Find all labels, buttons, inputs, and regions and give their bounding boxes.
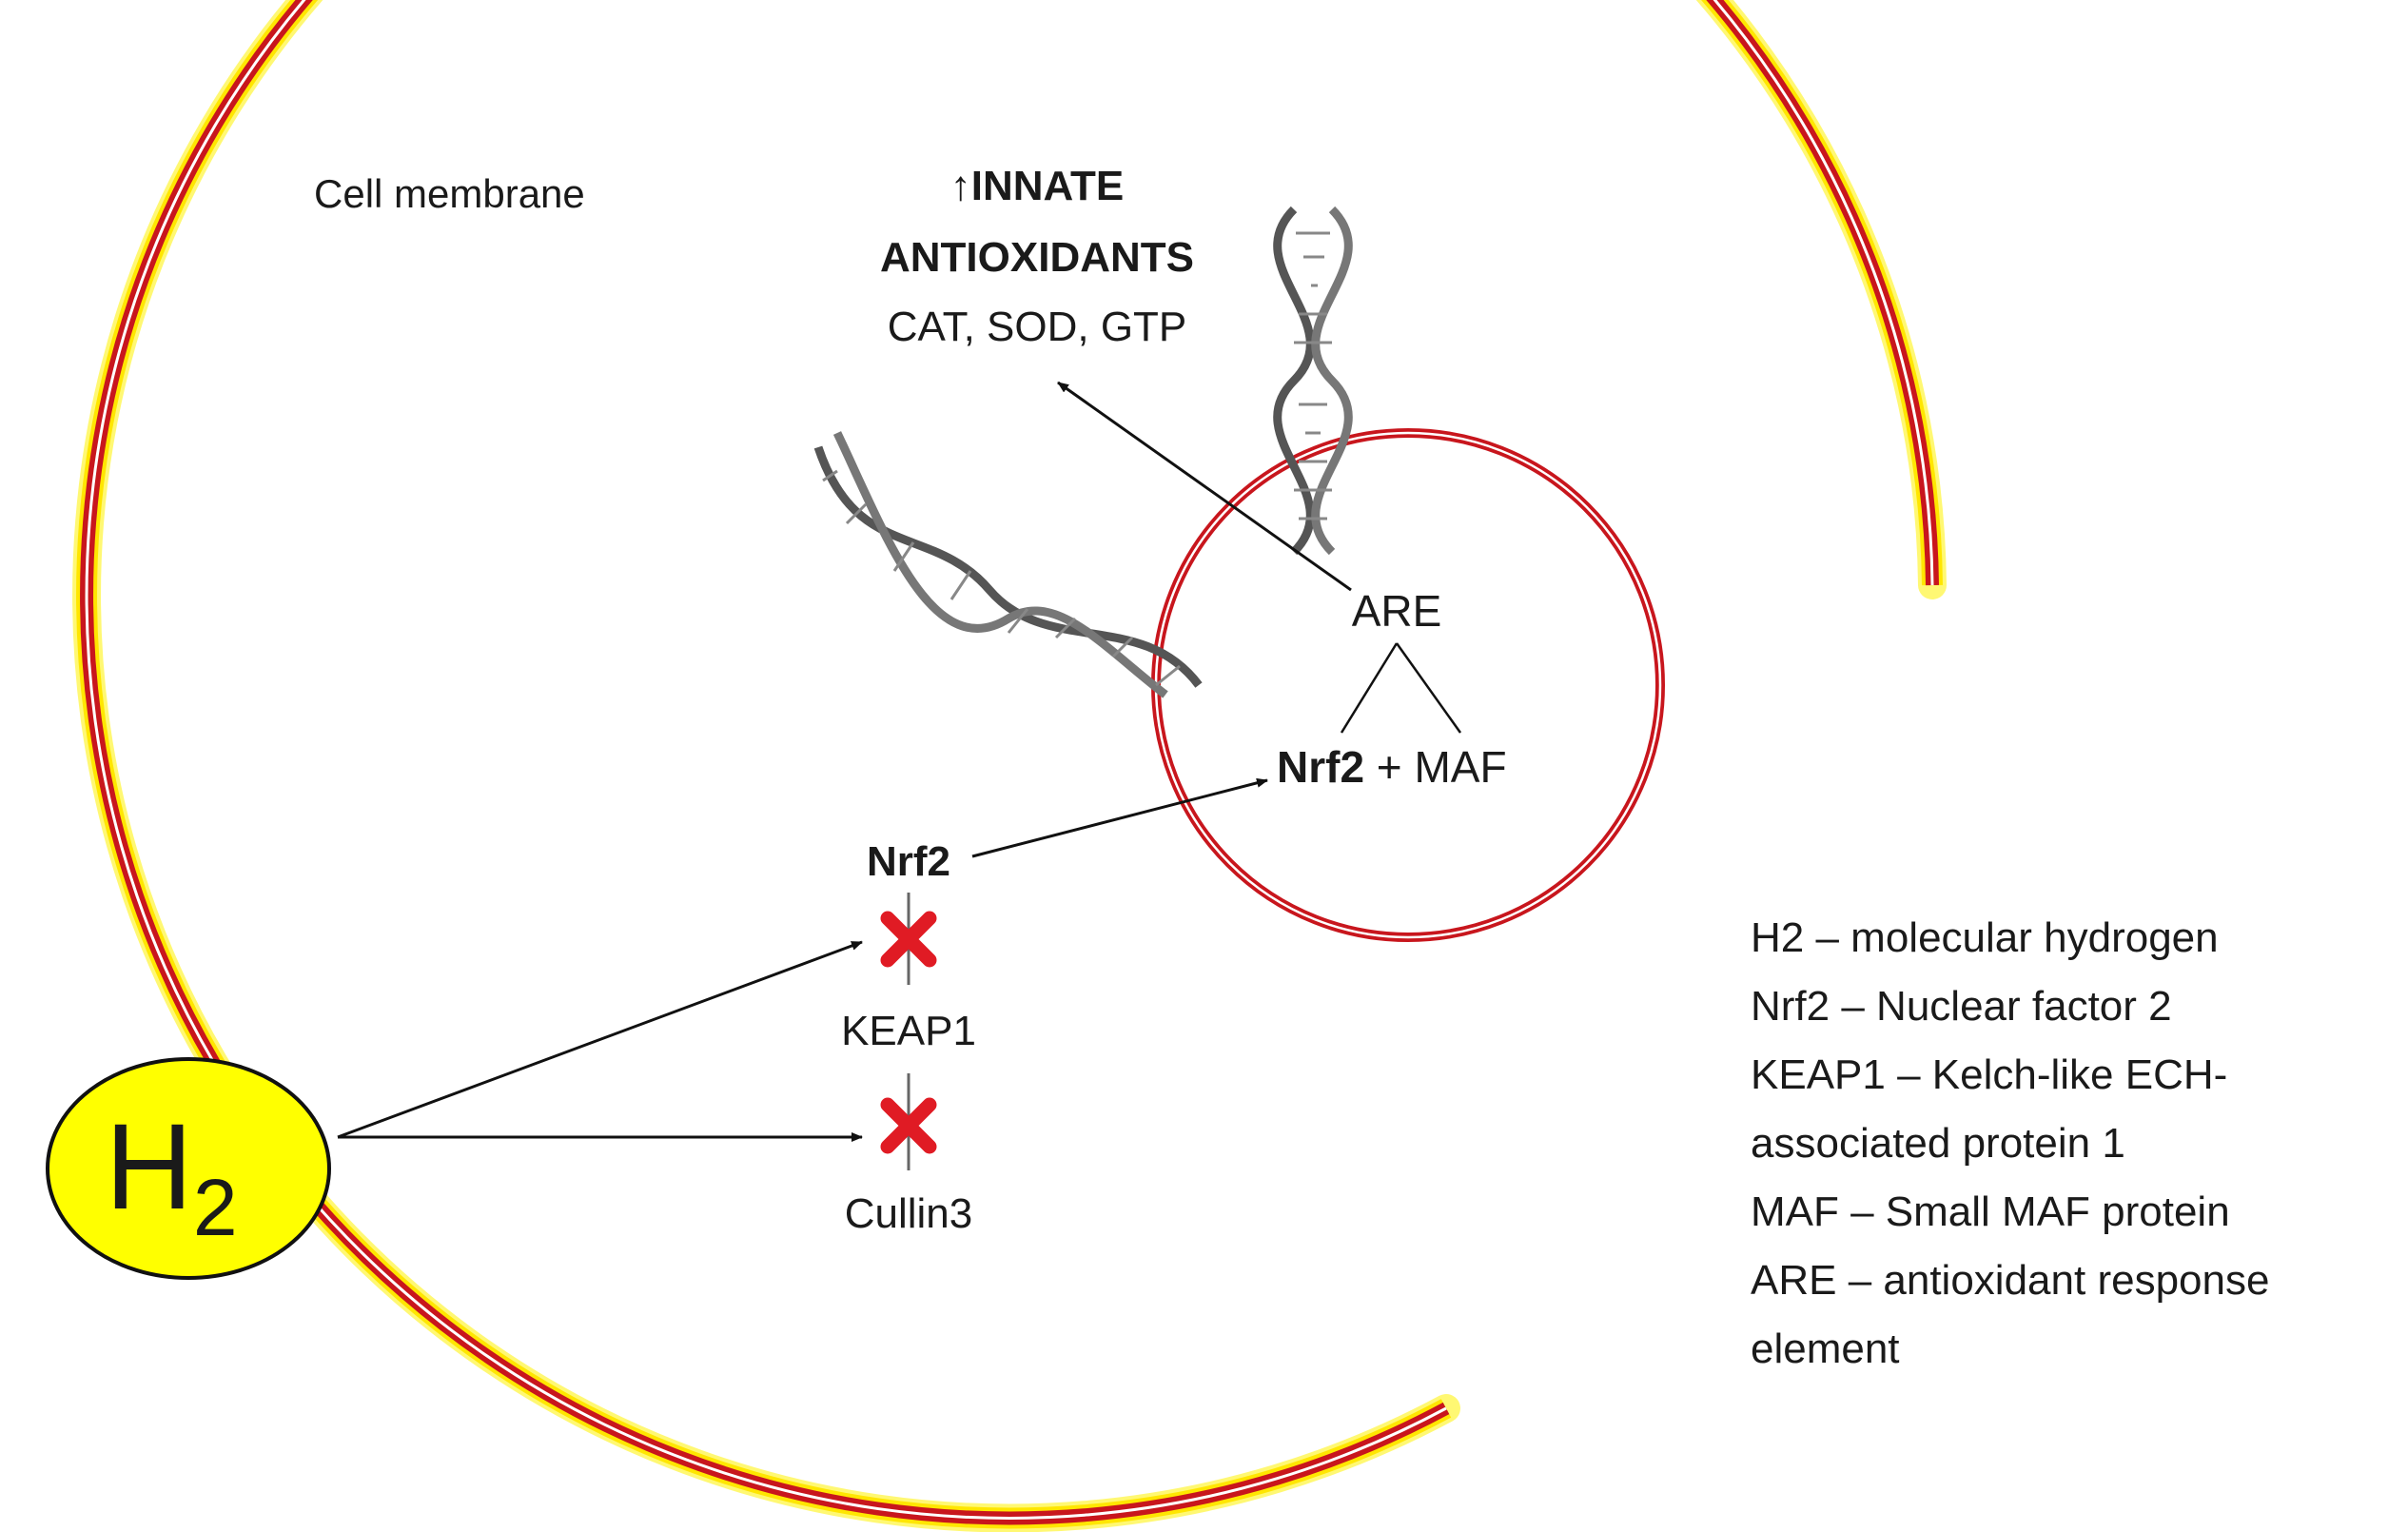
cullin3-link — [880, 1073, 937, 1170]
legend: H2 – molecular hydrogen Nrf2 – Nuclear f… — [1751, 914, 2269, 1372]
keap1-block-x-icon — [880, 911, 937, 968]
keap1-label: KEAP1 — [841, 1008, 976, 1054]
legend-line: H2 – molecular hydrogen — [1751, 914, 2219, 961]
nrf2-label: Nrf2 — [867, 838, 950, 885]
nrf2-maf-complex: Nrf2 + MAF — [1277, 742, 1507, 792]
output-line-3: CAT, SOD, GTP — [888, 304, 1187, 350]
complex-rest: + MAF — [1364, 742, 1507, 792]
dna-helix-icon — [813, 206, 1353, 698]
are-to-antioxidants-arrow — [1057, 381, 1352, 592]
cullin3-label: Cullin3 — [845, 1190, 973, 1237]
complex-nrf2: Nrf2 — [1277, 742, 1364, 792]
nrf2-to-nucleus-arrow — [971, 777, 1268, 858]
legend-line: MAF – Small MAF protein — [1751, 1188, 2230, 1235]
nucleus — [1151, 428, 1665, 942]
legend-line: associated protein 1 — [1751, 1120, 2125, 1167]
legend-line: KEAP1 – Kelch-like ECH- — [1751, 1051, 2227, 1098]
legend-line: ARE – antioxidant response — [1751, 1257, 2269, 1304]
antioxidant-output: ↑INNATE ANTIOXIDANTS CAT, SOD, GTP — [880, 163, 1194, 350]
h2-subscript: 2 — [193, 1163, 238, 1252]
are-label: ARE — [1352, 586, 1442, 636]
keap1-link — [880, 893, 937, 985]
are-branch-right — [1395, 642, 1462, 734]
legend-line: Nrf2 – Nuclear factor 2 — [1751, 983, 2172, 1030]
output-line-2: ANTIOXIDANTS — [880, 234, 1194, 281]
legend-line: element — [1751, 1326, 1900, 1372]
are-branch-left — [1340, 642, 1399, 734]
h2-to-keap1-arrow — [337, 940, 863, 1139]
h2-label: H2 — [105, 1099, 237, 1252]
cell-membrane-label: Cell membrane — [314, 171, 585, 216]
h2-main: H — [105, 1099, 192, 1235]
cullin3-block-x-icon — [880, 1097, 937, 1154]
output-line-1: ↑INNATE — [950, 163, 1125, 209]
cell-membrane — [72, 0, 1947, 1532]
h2-molecule: H2 — [46, 1057, 331, 1280]
